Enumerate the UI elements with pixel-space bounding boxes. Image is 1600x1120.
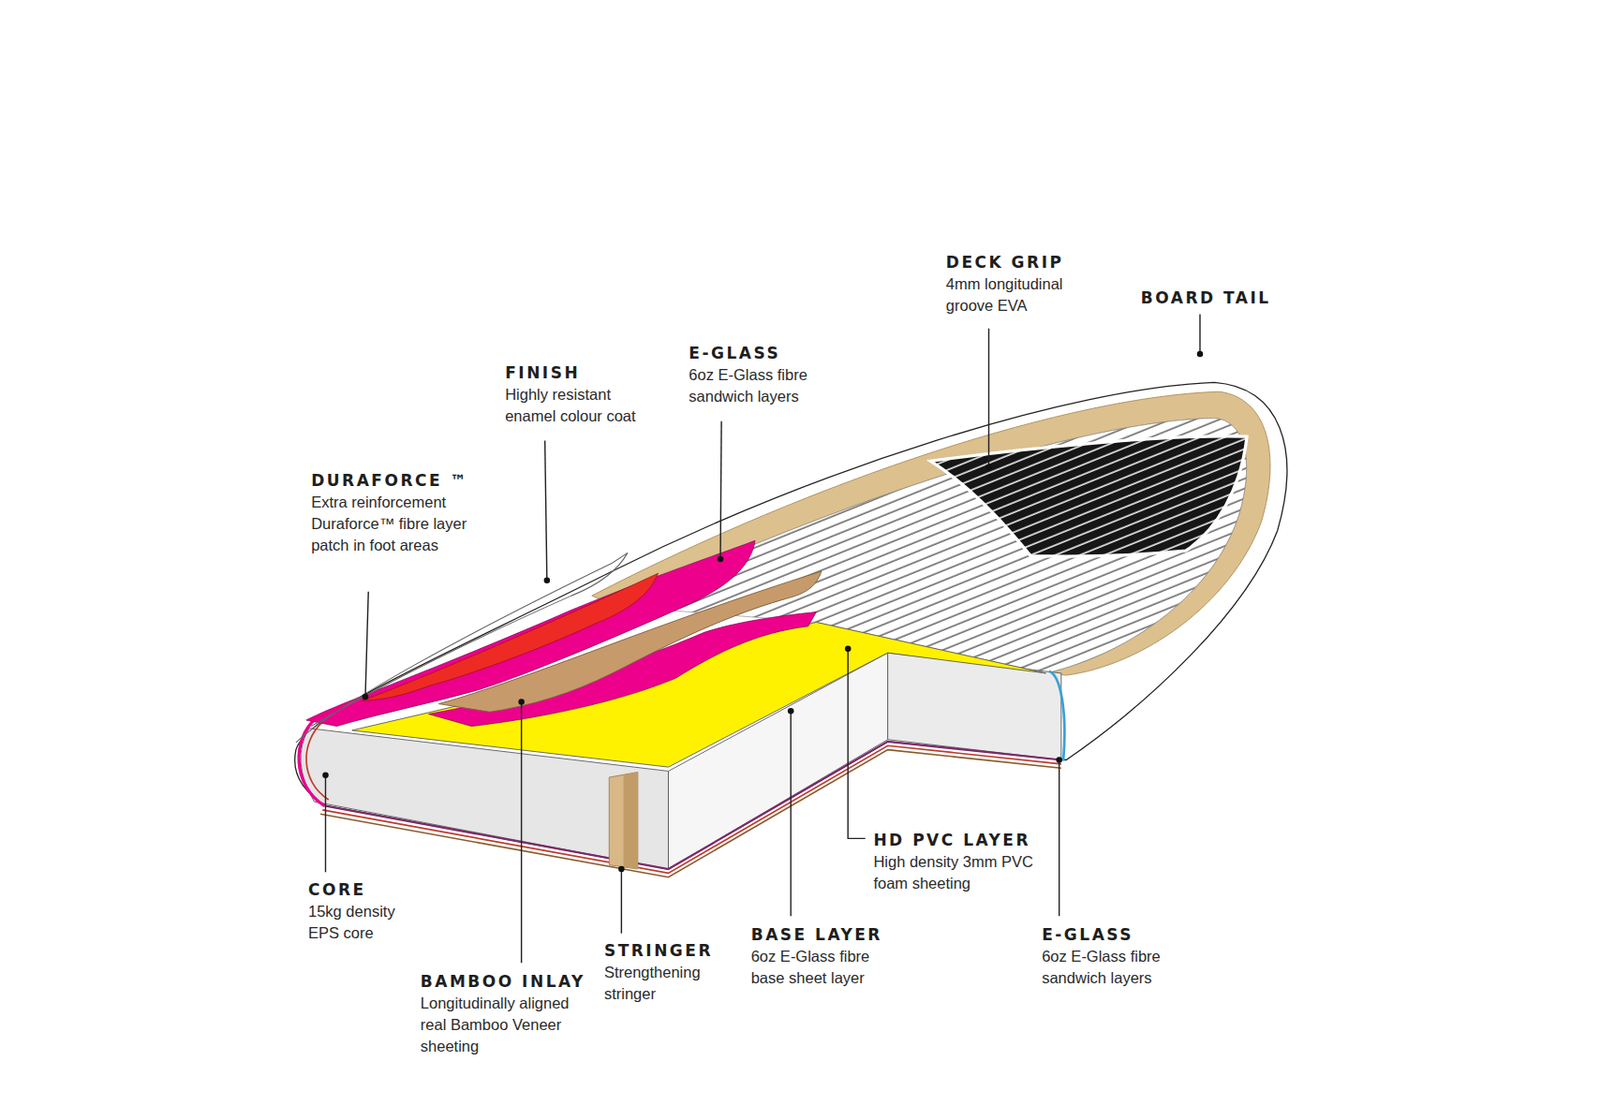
leader-dot: [985, 464, 993, 472]
leader-dot: [844, 645, 852, 652]
finish-coat: [296, 552, 628, 743]
callout-heading: DURAFORCE ™: [311, 470, 469, 491]
leader-dot: [1055, 756, 1063, 764]
e-glass-edge: [1049, 671, 1066, 762]
callout-heading: STRINGER: [604, 940, 713, 962]
callout-heading: BOARD TAIL: [1140, 287, 1272, 309]
leader-dot: [322, 772, 329, 780]
leader-line: [545, 441, 548, 581]
leader-dot: [717, 556, 725, 563]
leader-dot: [1197, 351, 1204, 358]
callout-description: 6oz E-Glass fibre sandwich layers: [688, 364, 832, 408]
leader-line: [621, 869, 623, 934]
leader-line: [847, 649, 866, 840]
deck-grip-pad: [930, 436, 1247, 557]
base-layer-edge: [324, 741, 1061, 870]
callout-heading: HD PVC LAYER: [873, 829, 1031, 851]
leader-line: [325, 775, 326, 873]
callout-description: 6oz E-Glass fibre sandwich layers: [1041, 946, 1186, 990]
callout-description: 6oz E-Glass fibre base sheet layer: [751, 946, 900, 990]
callout-heading: BAMBOO INLAY: [420, 971, 586, 993]
leader-line: [520, 701, 522, 963]
callout-heading: FINISH: [504, 362, 580, 384]
leader-line: [720, 421, 722, 560]
leader-dot: [787, 708, 795, 715]
callout-description: Longitudinally aligned real Bamboo Venee…: [420, 992, 600, 1058]
leader-lines: [325, 313, 1200, 963]
callout-heading: CORE: [308, 879, 367, 901]
leader-dot: [618, 866, 625, 874]
e-glass-sheet: [306, 540, 756, 726]
callout-heading: E-GLASS: [688, 342, 781, 364]
leader-line: [988, 328, 990, 468]
callout-description: 4mm longitudinal groove EVA: [946, 273, 1090, 317]
callout-description: Extra reinforcement Duraforce™ fibre lay…: [311, 491, 470, 557]
callout-description: High density 3mm PVC foam sheeting: [873, 851, 1037, 895]
leader-dot: [518, 698, 525, 706]
callout-description: Highly resistant enamel colour coat: [504, 384, 658, 428]
leader-line: [365, 592, 369, 697]
leader-dot: [362, 694, 370, 701]
stringer: [608, 772, 638, 870]
stringer-side: [623, 772, 638, 870]
leader-line: [1199, 313, 1200, 354]
leader-line: [1058, 759, 1060, 917]
leader-dot: [544, 577, 551, 585]
callout-heading: E-GLASS: [1041, 924, 1134, 946]
duraforce-patch: [362, 573, 659, 701]
callout-description: Strengthening stringer: [604, 962, 719, 1006]
callout-heading: BASE LAYER: [751, 924, 883, 946]
callout-description: 15kg density EPS core: [308, 901, 421, 945]
leader-dots: [322, 351, 1203, 874]
leader-line: [789, 711, 791, 917]
callout-heading: DECK GRIP: [946, 251, 1065, 273]
